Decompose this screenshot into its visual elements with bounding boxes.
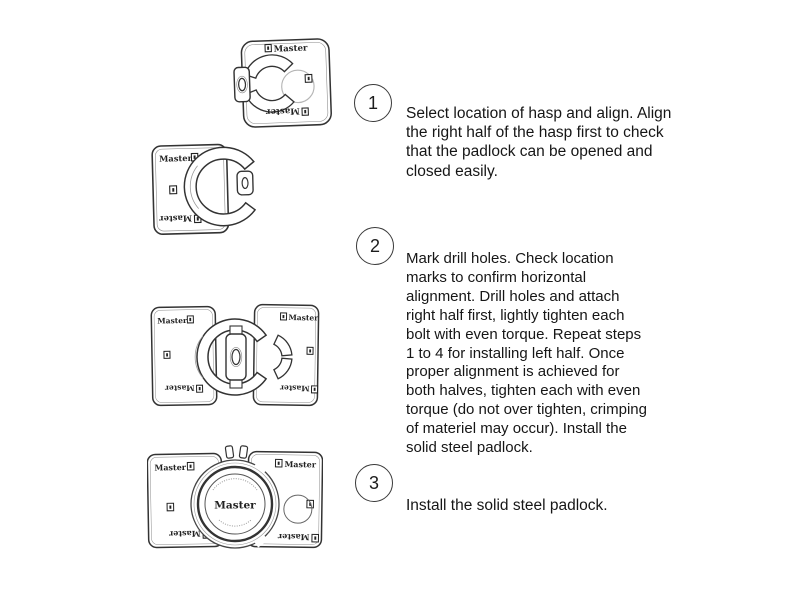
step-1-text: Select location of hasp and align. Align…	[406, 105, 672, 180]
bolt-mark	[306, 499, 314, 509]
hasp-halves-aligned-illustration: Master Master	[150, 299, 320, 411]
bolt-mark	[166, 502, 175, 512]
brand-logo: Master	[157, 315, 194, 326]
hasp-right-half-drawing: Master Master	[233, 38, 332, 128]
upper-wing	[273, 334, 293, 357]
hasp-with-padlock-illustration: Master Master	[147, 443, 323, 559]
brand-logo-reversed: Master	[159, 213, 202, 224]
brand-logo: Master	[154, 461, 195, 473]
lower-wing	[273, 357, 293, 380]
bolt-mark	[306, 346, 314, 355]
brand-logo-reversed: Master	[279, 383, 319, 394]
brand-logo: Master	[264, 44, 309, 55]
brand-label: Master	[279, 383, 310, 392]
brand-logo-reversed: Master	[164, 383, 204, 393]
brand-label: Master	[168, 529, 200, 540]
step-3-number: 3	[368, 472, 379, 493]
hasp-left-half-drawing: Master Master	[151, 143, 257, 235]
hasp-eye-slot	[241, 177, 249, 190]
bolt-mark	[163, 350, 171, 359]
step-2-badge: 2	[356, 227, 394, 265]
brand-label: Master	[159, 213, 193, 224]
bolt-mark	[169, 185, 178, 195]
brand-label: Master	[159, 153, 193, 164]
hasp-eye-slot	[231, 348, 241, 366]
shackle-guard	[196, 318, 268, 396]
padlock-face-brand: Master	[214, 500, 256, 512]
hasp-left-half-illustration: Master Master	[151, 139, 259, 237]
step-3-text: Install the solid steel padlock.	[406, 497, 608, 514]
hasp-halves-aligned-drawing: Master Master	[150, 303, 320, 407]
step-3-badge: 3	[355, 464, 393, 502]
padlock-position-circle	[281, 69, 315, 104]
bolt-mark	[304, 73, 313, 83]
brand-label: Master	[265, 105, 300, 116]
brand-label: Master	[274, 44, 309, 55]
hasp-right-half-illustration: Master Master	[233, 38, 333, 129]
shackle-guard	[183, 146, 257, 227]
brand-label: Master	[277, 532, 309, 542]
brand-label: Master	[164, 383, 195, 393]
hasp-eye-slot	[238, 77, 247, 92]
step-1-number: 1	[367, 92, 378, 113]
brand-label: Master	[288, 313, 319, 322]
padlock-position-circle	[283, 494, 313, 524]
brand-label: Master	[284, 459, 316, 469]
step-2-text: Mark drill holes. Check location marks t…	[406, 250, 647, 457]
brand-logo-reversed: Master	[265, 105, 309, 116]
brand-logo: Master	[279, 312, 319, 322]
brand-label: Master	[157, 316, 188, 326]
hasp-with-padlock-drawing: Master Master	[147, 445, 323, 549]
step-1-badge: 1	[354, 84, 392, 122]
upper-wing	[244, 54, 294, 79]
brand-logo-reversed: Master	[277, 532, 320, 543]
puck-padlock: Master	[190, 459, 280, 549]
step-2-number: 2	[369, 235, 380, 256]
brand-label: Master	[154, 462, 186, 473]
brand-logo: Master	[274, 458, 317, 469]
